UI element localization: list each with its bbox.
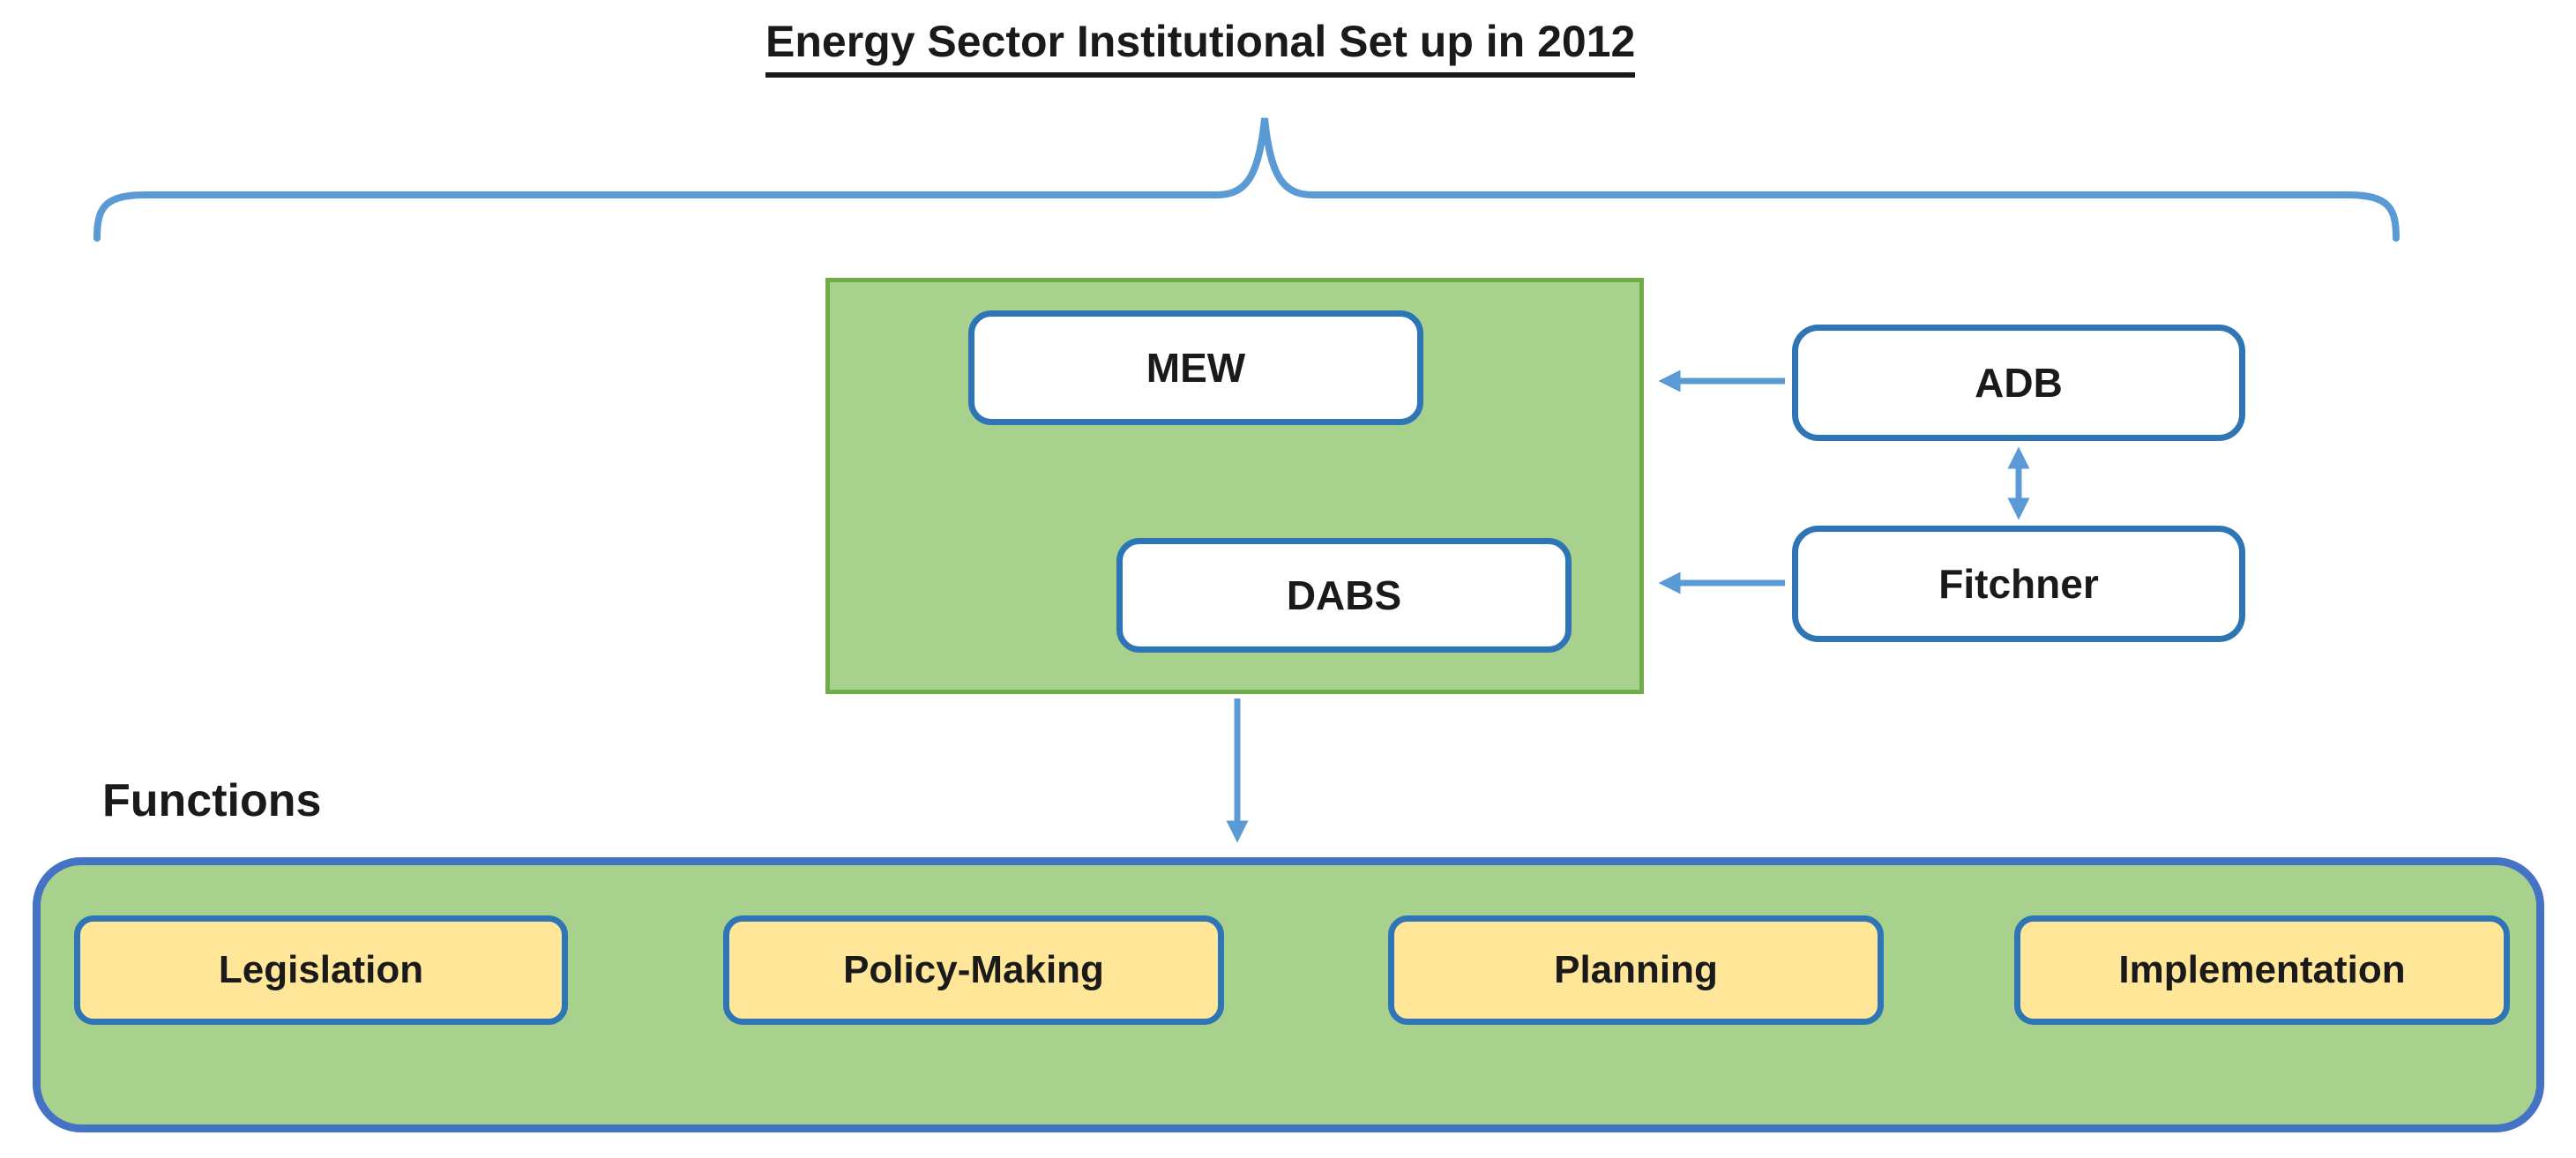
fitchner-label: Fitchner: [1938, 561, 2099, 607]
policy-making-label: Policy-Making: [843, 948, 1104, 991]
mew-label: MEW: [1146, 345, 1246, 391]
dabs-node: DABS: [1116, 538, 1572, 653]
adb-label: ADB: [1975, 360, 2063, 406]
legislation-label: Legislation: [218, 948, 424, 991]
mew-node: MEW: [968, 310, 1423, 425]
function-node-planning: Planning: [1388, 915, 1884, 1025]
functions-section-label: Functions: [102, 775, 322, 826]
function-node-implementation: Implementation: [2014, 915, 2510, 1025]
function-node-legislation: Legislation: [74, 915, 568, 1025]
function-node-policy-making: Policy-Making: [723, 915, 1224, 1025]
fitchner-node: Fitchner: [1792, 526, 2245, 642]
planning-label: Planning: [1554, 948, 1718, 991]
implementation-label: Implementation: [2118, 948, 2406, 991]
page-title: Energy Sector Institutional Set up in 20…: [765, 16, 1636, 78]
brace: [93, 117, 2400, 242]
dabs-label: DABS: [1286, 572, 1402, 618]
adb-node: ADB: [1792, 325, 2245, 441]
